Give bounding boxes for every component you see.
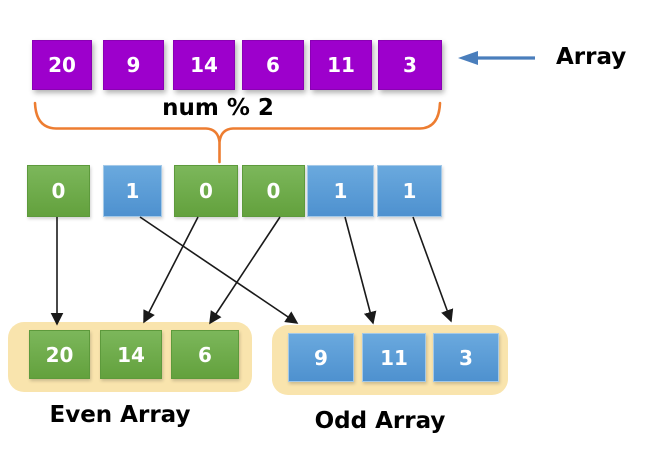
mod-result-cell: 1 — [377, 165, 442, 217]
even-array-cell: 20 — [29, 330, 90, 379]
array-label: Array — [556, 44, 627, 70]
mod-result-cell: 0 — [242, 165, 305, 217]
modulo-operation-label: num % 2 — [162, 95, 274, 121]
array-cell: 20 — [32, 40, 92, 90]
arrow-to-odd-11 — [344, 216, 377, 325]
odd-array-label: Odd Array — [314, 408, 446, 434]
array-cell: 11 — [310, 40, 372, 90]
odd-array-cell: 11 — [362, 333, 426, 382]
array-cell: 14 — [173, 40, 235, 90]
even-array-cell: 6 — [171, 330, 239, 379]
array-cell: 6 — [242, 40, 304, 90]
arrow-to-even-14 — [143, 216, 199, 324]
array-pointer-arrow — [458, 51, 535, 65]
odd-array-cell: 3 — [433, 333, 499, 382]
mod-result-cell: 1 — [307, 165, 374, 217]
array-cell: 9 — [103, 40, 164, 90]
mod-result-cell: 1 — [103, 165, 162, 217]
even-array-label: Even Array — [49, 402, 191, 428]
arrow-to-even-6 — [209, 216, 281, 325]
arrow-to-odd-9 — [139, 216, 299, 324]
odd-array-cell: 9 — [288, 333, 354, 382]
mod-result-cell: 0 — [174, 165, 238, 217]
odd-array-container: 9 11 3 — [272, 325, 508, 395]
even-array-container: 20 14 6 — [8, 322, 252, 392]
even-array-cell: 14 — [100, 330, 162, 379]
arrow-to-odd-3 — [412, 216, 454, 323]
mod-result-cell: 0 — [27, 165, 90, 217]
array-cell: 3 — [378, 40, 442, 90]
